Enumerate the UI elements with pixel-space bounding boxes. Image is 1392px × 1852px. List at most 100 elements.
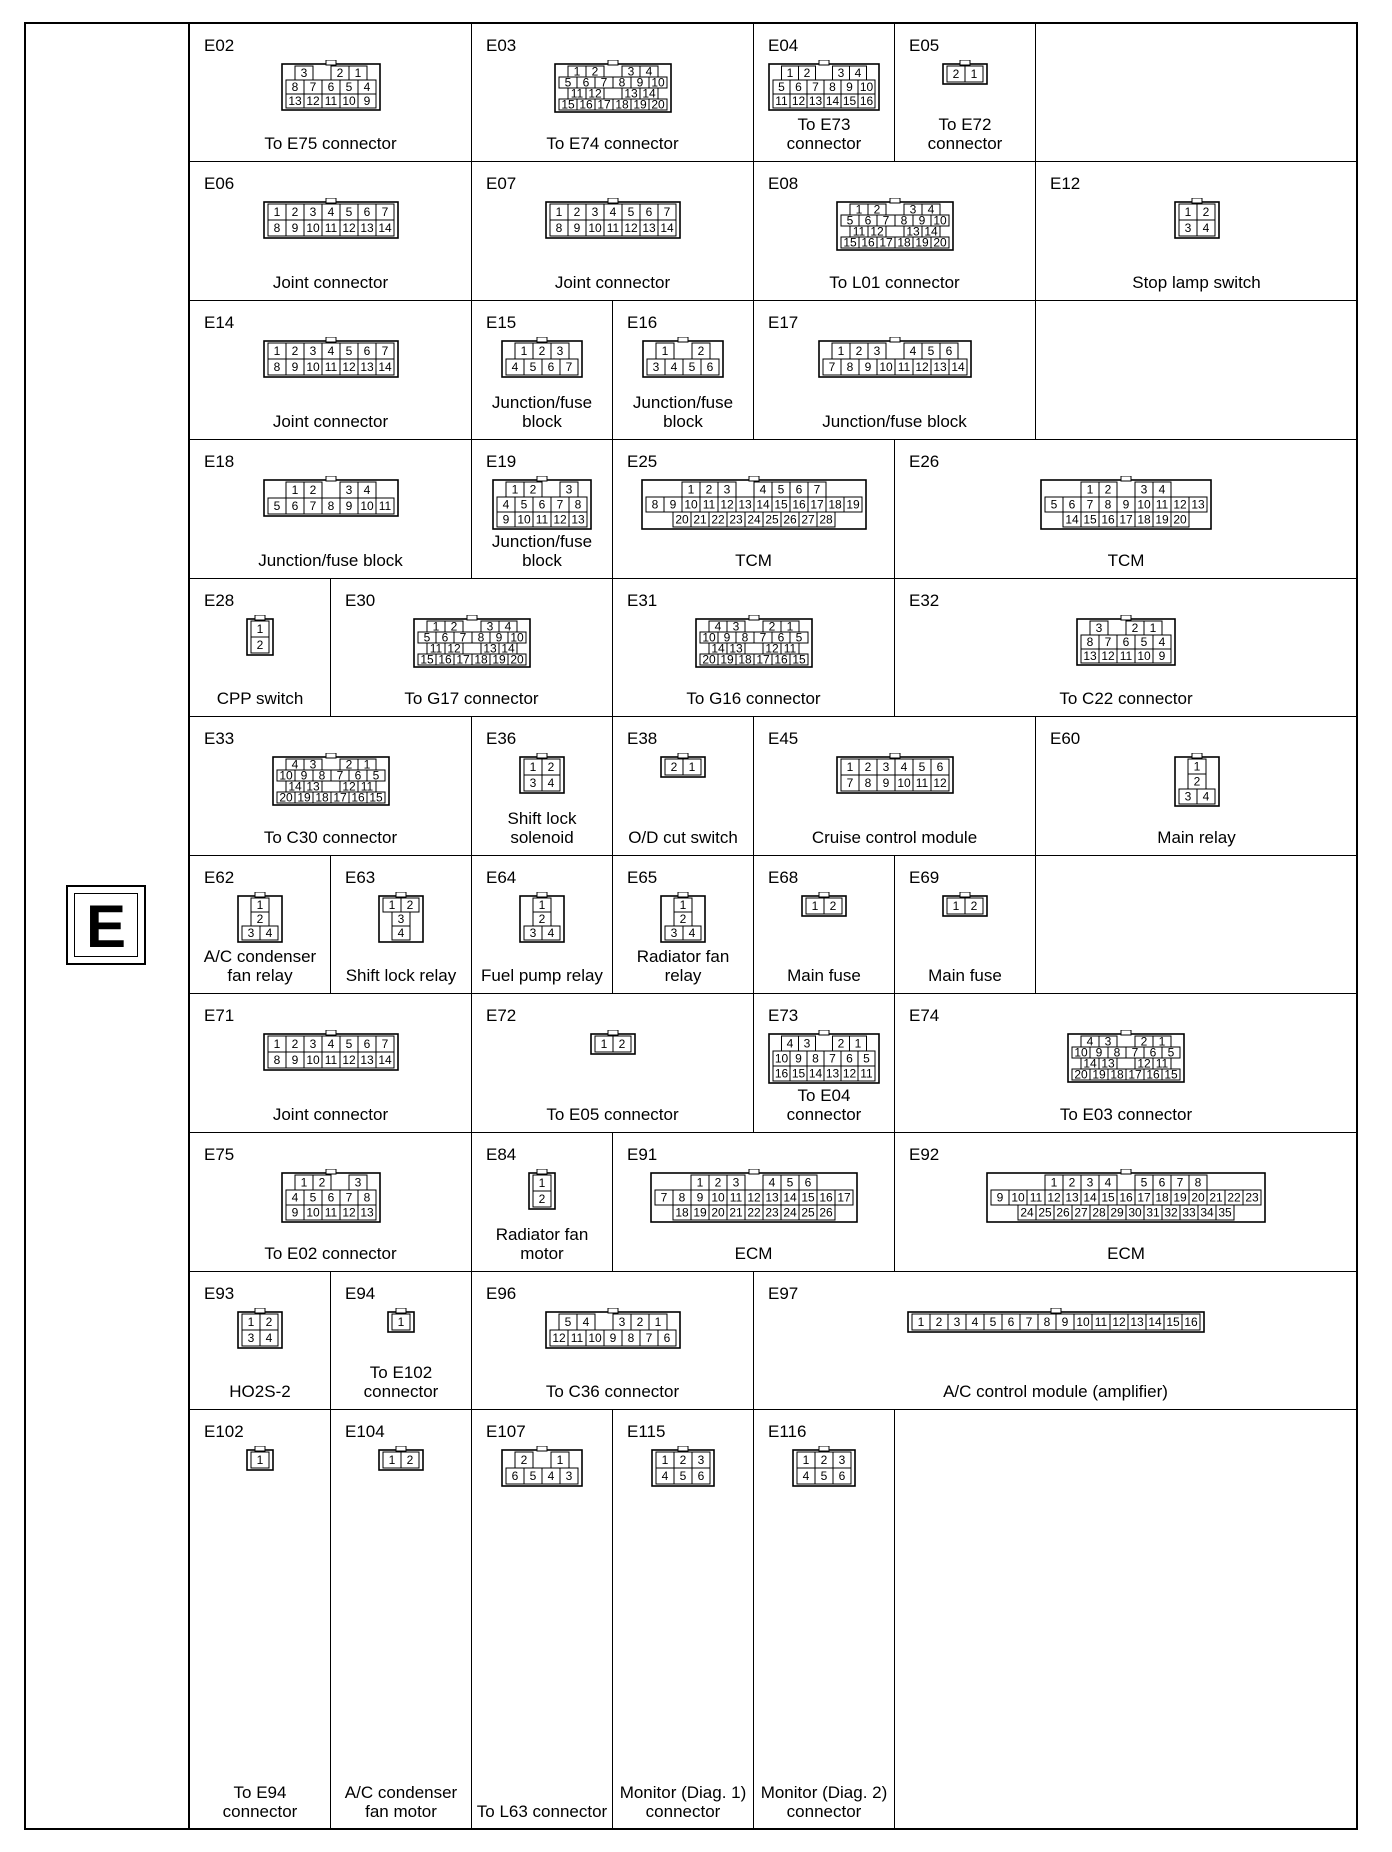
pin-number: 1 xyxy=(389,1453,396,1467)
connector-code: E08 xyxy=(768,174,799,193)
pin-number: 2 xyxy=(257,912,264,926)
pin-number: 4 xyxy=(900,760,907,774)
pin-number: 25 xyxy=(1038,1206,1052,1220)
pin-number: 12 xyxy=(342,360,356,374)
pin-number: 21 xyxy=(729,1206,743,1220)
pin-number: 7 xyxy=(846,776,853,790)
connector-latch xyxy=(889,337,900,343)
pin-number: 4 xyxy=(971,1315,978,1329)
pin-number: 1 xyxy=(1051,1176,1058,1190)
pin-number: 13 xyxy=(1130,1315,1144,1329)
pin-number: 1 xyxy=(1087,483,1094,497)
pin-number: 9 xyxy=(636,76,643,90)
connector-code: E17 xyxy=(768,313,799,332)
pin-number: 1 xyxy=(512,483,519,497)
connector-latch xyxy=(325,60,336,66)
pin-number: 6 xyxy=(936,760,943,774)
pin-number: 2 xyxy=(548,760,555,774)
pin-number: 13 xyxy=(571,513,585,527)
connector-latch xyxy=(677,892,689,898)
pin-number: 10 xyxy=(360,499,374,513)
pin-number: 6 xyxy=(1159,1176,1166,1190)
pin-number: 7 xyxy=(381,1037,388,1051)
connector-caption: Main relay xyxy=(1157,828,1236,847)
pin-number: 2 xyxy=(291,1037,298,1051)
pin-cavity xyxy=(1188,496,1208,513)
pin-number: 1 xyxy=(654,1315,661,1329)
connector-caption: Joint connector xyxy=(272,1105,389,1124)
connector-code: E68 xyxy=(768,868,799,887)
pin-number: 13 xyxy=(765,1191,779,1205)
pin-number: 4 xyxy=(512,360,519,374)
connector-diagram: 1 xyxy=(246,1446,274,1471)
connector-latch xyxy=(325,476,336,482)
pin-number: 9 xyxy=(846,80,853,94)
connector-latch xyxy=(254,892,266,898)
pin-number: 4 xyxy=(503,498,510,512)
pin-cavity xyxy=(816,511,835,528)
pin-number: 15 xyxy=(843,94,857,108)
pin-number: 14 xyxy=(924,225,938,239)
pin-number: 14 xyxy=(378,221,392,235)
pin-number: 2 xyxy=(407,898,414,912)
pin-number: 12 xyxy=(1173,498,1187,512)
pin-number: 3 xyxy=(300,66,307,80)
connector-caption: A/C condenser fan relay xyxy=(203,947,317,985)
connector-code: E65 xyxy=(627,868,658,887)
pin-number: 3 xyxy=(671,926,678,940)
pin-number: 8 xyxy=(575,498,582,512)
connector-caption: HO2S-2 xyxy=(229,1382,291,1401)
connector-latch xyxy=(325,198,336,204)
connector-caption: To E74 connector xyxy=(546,134,679,153)
pin-number: 14 xyxy=(826,94,840,108)
pin-number: 8 xyxy=(864,776,871,790)
pin-number: 6 xyxy=(864,214,871,228)
pin-cavity xyxy=(507,653,526,666)
pin-number: 26 xyxy=(783,513,797,527)
pin-number: 19 xyxy=(915,236,929,250)
connector-code: E69 xyxy=(909,868,940,887)
connector-cell xyxy=(1036,301,1358,440)
pin-number: 12 xyxy=(915,360,929,374)
pin-number: 18 xyxy=(897,236,911,250)
pin-cavity xyxy=(1161,1068,1181,1081)
pin-number: 11 xyxy=(324,1053,337,1067)
connector-code: E32 xyxy=(909,591,940,610)
pin-cavity xyxy=(391,925,411,941)
pin-number: 4 xyxy=(768,1176,775,1190)
connector-caption: To L63 connector xyxy=(476,1802,608,1821)
pin-number: 5 xyxy=(989,1315,996,1329)
pin-number: 6 xyxy=(777,631,784,645)
pin-number: 19 xyxy=(693,1206,707,1220)
connector-latch xyxy=(818,60,830,66)
connector-code: E28 xyxy=(204,591,235,610)
pin-number: 3 xyxy=(557,344,564,358)
pin-cavity xyxy=(682,925,702,941)
pin-number: 11 xyxy=(324,94,337,108)
pin-number: 4 xyxy=(327,205,334,219)
pin-number: 12 xyxy=(342,1053,356,1067)
connector-diagram: 12 xyxy=(528,1169,556,1210)
pin-number: 9 xyxy=(669,498,676,512)
pin-number: 1 xyxy=(273,344,280,358)
pin-number: 1 xyxy=(953,899,960,913)
pin-number: 4 xyxy=(671,360,678,374)
connector-code: E107 xyxy=(486,1422,526,1441)
pin-number: 7 xyxy=(309,499,316,513)
pin-number: 1 xyxy=(273,1037,280,1051)
pin-number: 8 xyxy=(273,360,280,374)
connector-caption: To E05 connector xyxy=(546,1105,679,1124)
pin-number: 1 xyxy=(837,344,844,358)
connector-cell xyxy=(1036,856,1358,994)
pin-number: 4 xyxy=(662,1469,669,1483)
pin-number: 7 xyxy=(459,631,466,645)
pin-number: 6 xyxy=(548,360,555,374)
